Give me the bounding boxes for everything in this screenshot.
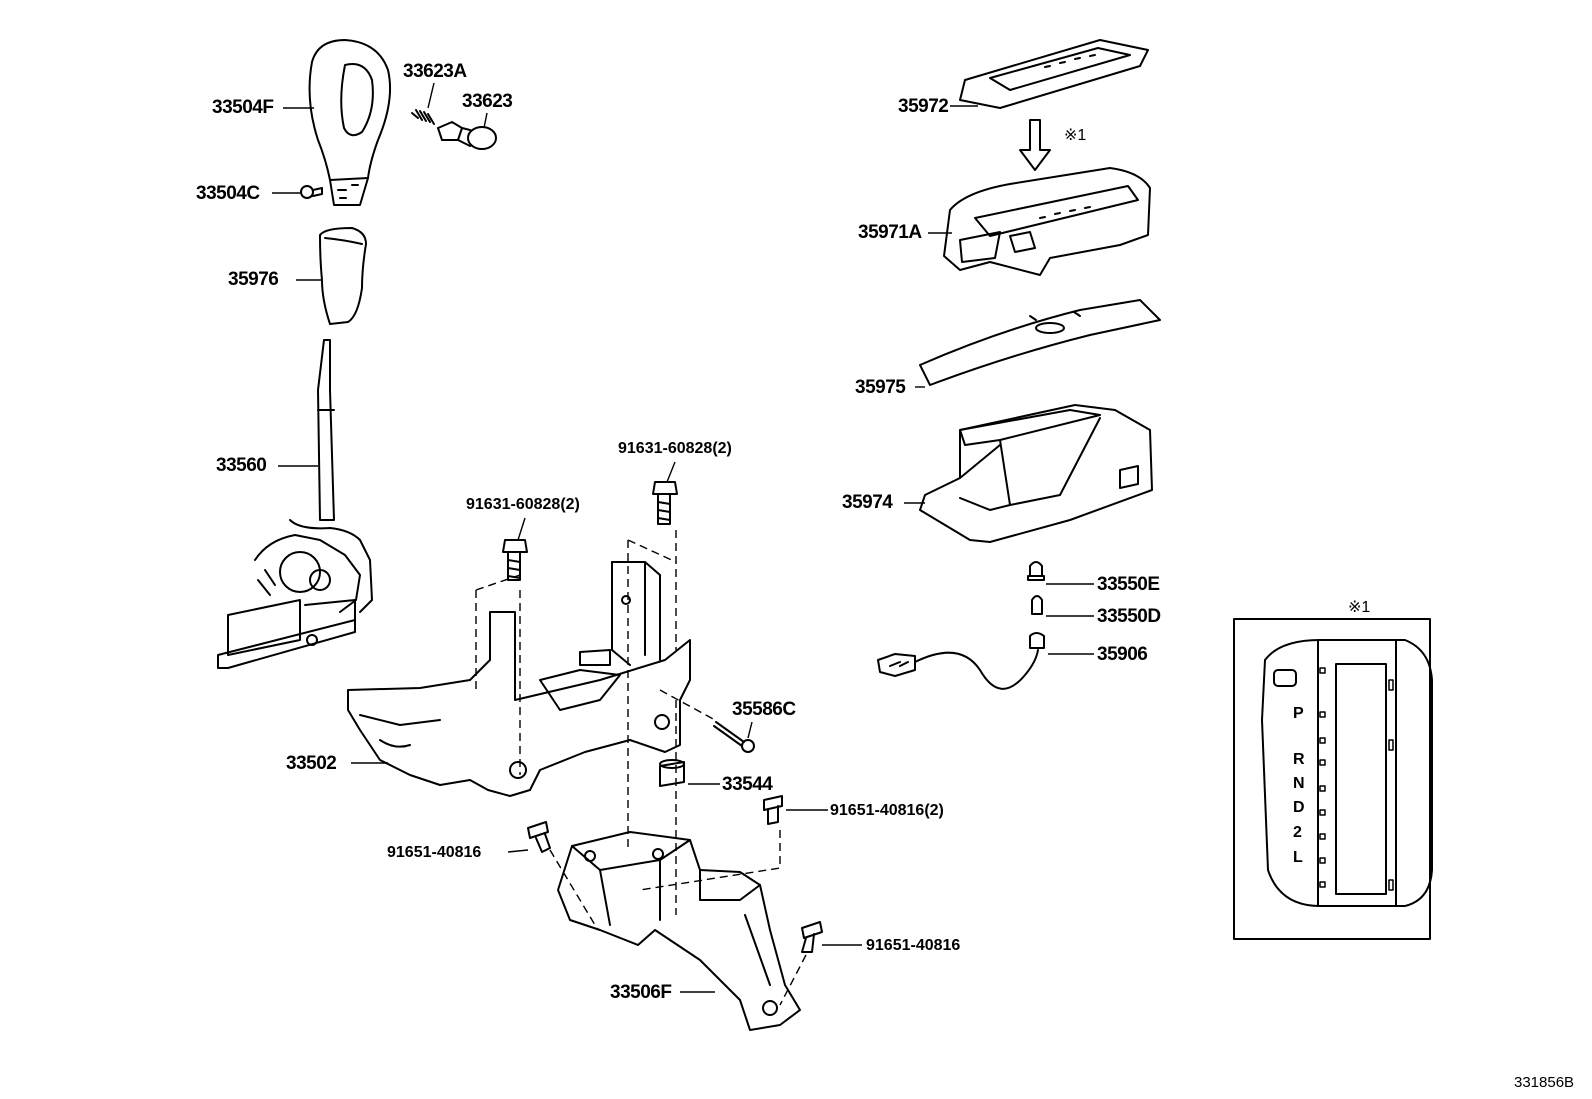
label-33550E: 33550E (1097, 574, 1160, 595)
label-35971A: 35971A (858, 222, 922, 243)
label-91631-60828-right: 91631-60828(2) (618, 440, 732, 457)
leader-lines (272, 82, 1094, 993)
bolt-91651-b (527, 821, 551, 853)
dashed-guides (475, 530, 807, 1006)
label-91651-40816-left: 91651-40816 (387, 844, 482, 861)
position-indicator-cover (959, 39, 1149, 109)
shift-slide-plate (919, 299, 1161, 386)
bulb (1031, 595, 1043, 615)
label-33502: 33502 (286, 753, 337, 774)
inset-panel (1233, 618, 1433, 940)
gear-letter-n: N (1293, 775, 1305, 792)
label-33560: 33560 (216, 455, 267, 476)
screw-small (300, 185, 323, 199)
bolt-91651-c (801, 921, 823, 953)
label-33506F: 33506F (610, 982, 672, 1003)
knob-boot (319, 227, 367, 325)
label-33550D: 33550D (1097, 606, 1161, 627)
bolt-left (502, 539, 528, 581)
position-indicator-housing (943, 167, 1151, 276)
label-35976: 35976 (228, 269, 279, 290)
assembly-arrow (1019, 119, 1051, 171)
shift-lever-assembly (217, 339, 373, 669)
gear-letter-2: 2 (1293, 824, 1302, 841)
wire-harness (877, 632, 1045, 690)
shift-knob (308, 39, 391, 206)
bushing (659, 759, 685, 787)
label-35906: 35906 (1097, 644, 1148, 665)
label-35975: 35975 (855, 377, 906, 398)
shift-base-bracket (347, 561, 691, 797)
label-91631-60828-left: 91631-60828(2) (466, 496, 580, 513)
diagram-code: 331856B (1514, 1074, 1575, 1091)
gear-letter-p: P (1293, 705, 1304, 722)
label-33623A: 33623A (403, 61, 467, 82)
label-35972: 35972 (898, 96, 949, 117)
label-35586C: 35586C (732, 699, 796, 720)
label-33504C: 33504C (196, 183, 260, 204)
bulb-socket (1027, 561, 1045, 581)
note-mark-arrow: ※1 (1064, 127, 1087, 144)
bolt-91651-a (763, 795, 783, 825)
note-mark-inset: ※1 (1348, 599, 1371, 616)
lower-housing (919, 404, 1153, 543)
inset-indicator-dots (1319, 667, 1394, 891)
bolt-right (652, 481, 678, 525)
gear-letter-d: D (1293, 799, 1305, 816)
label-33544: 33544 (722, 774, 773, 795)
label-33623: 33623 (462, 91, 513, 112)
label-91651-40816-two: 91651-40816(2) (830, 802, 944, 819)
button (437, 121, 497, 150)
gear-letter-l: L (1293, 849, 1303, 866)
spring (411, 109, 435, 125)
label-33504F: 33504F (212, 97, 274, 118)
label-35974: 35974 (842, 492, 893, 513)
lower-bracket (557, 831, 801, 1031)
label-91651-40816-right: 91651-40816 (866, 937, 961, 954)
pin (713, 721, 755, 753)
gear-letter-r: R (1293, 751, 1305, 768)
